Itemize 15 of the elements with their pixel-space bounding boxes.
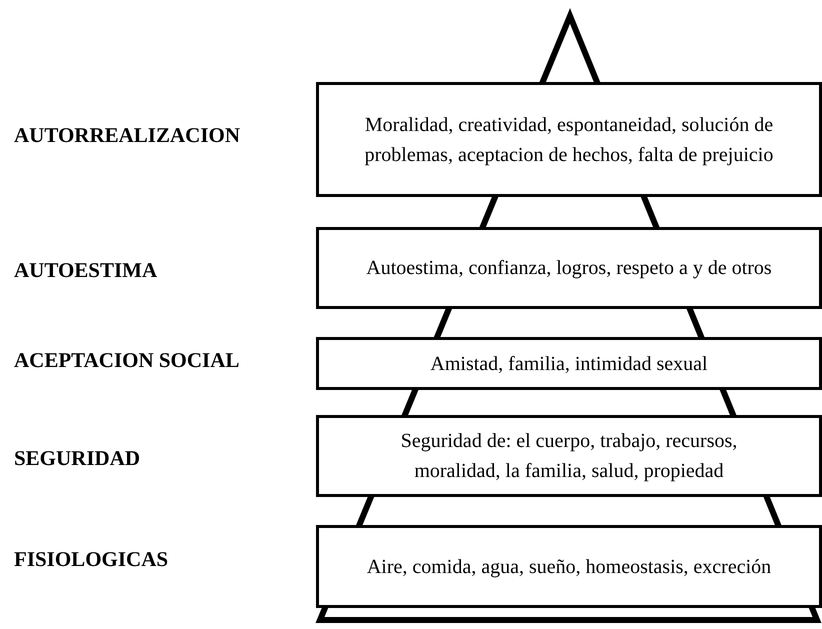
level-description: Aire, comida, agua, sueño, homeostasis, excreción: [366, 554, 772, 580]
level-description: Amistad, familia, intimidad sexual: [430, 352, 708, 376]
level-box: [316, 227, 822, 309]
level-label: SEGURIDAD: [14, 448, 140, 469]
level-box: [316, 337, 822, 390]
level-box: [316, 415, 822, 497]
level-label: AUTORREALIZACION: [14, 125, 240, 146]
level-box: [316, 525, 822, 608]
level-description: Autoestima, confianza, logros, respeto a y de otros: [366, 256, 772, 281]
level-label: FISIOLOGICAS: [14, 549, 168, 570]
level-label: AUTOESTIMA: [14, 260, 158, 281]
level-box: [316, 82, 822, 197]
level-label: ACEPTACION SOCIAL: [14, 350, 240, 371]
level-description: Seguridad de: el cuerpo, trabajo, recursos, moralidad, la familia, salud, propiedad: [400, 429, 738, 484]
level-description: Moralidad, creatividad, espontaneidad, solución de problemas, aceptacion de hechos, falta de prejuicio: [364, 112, 774, 168]
